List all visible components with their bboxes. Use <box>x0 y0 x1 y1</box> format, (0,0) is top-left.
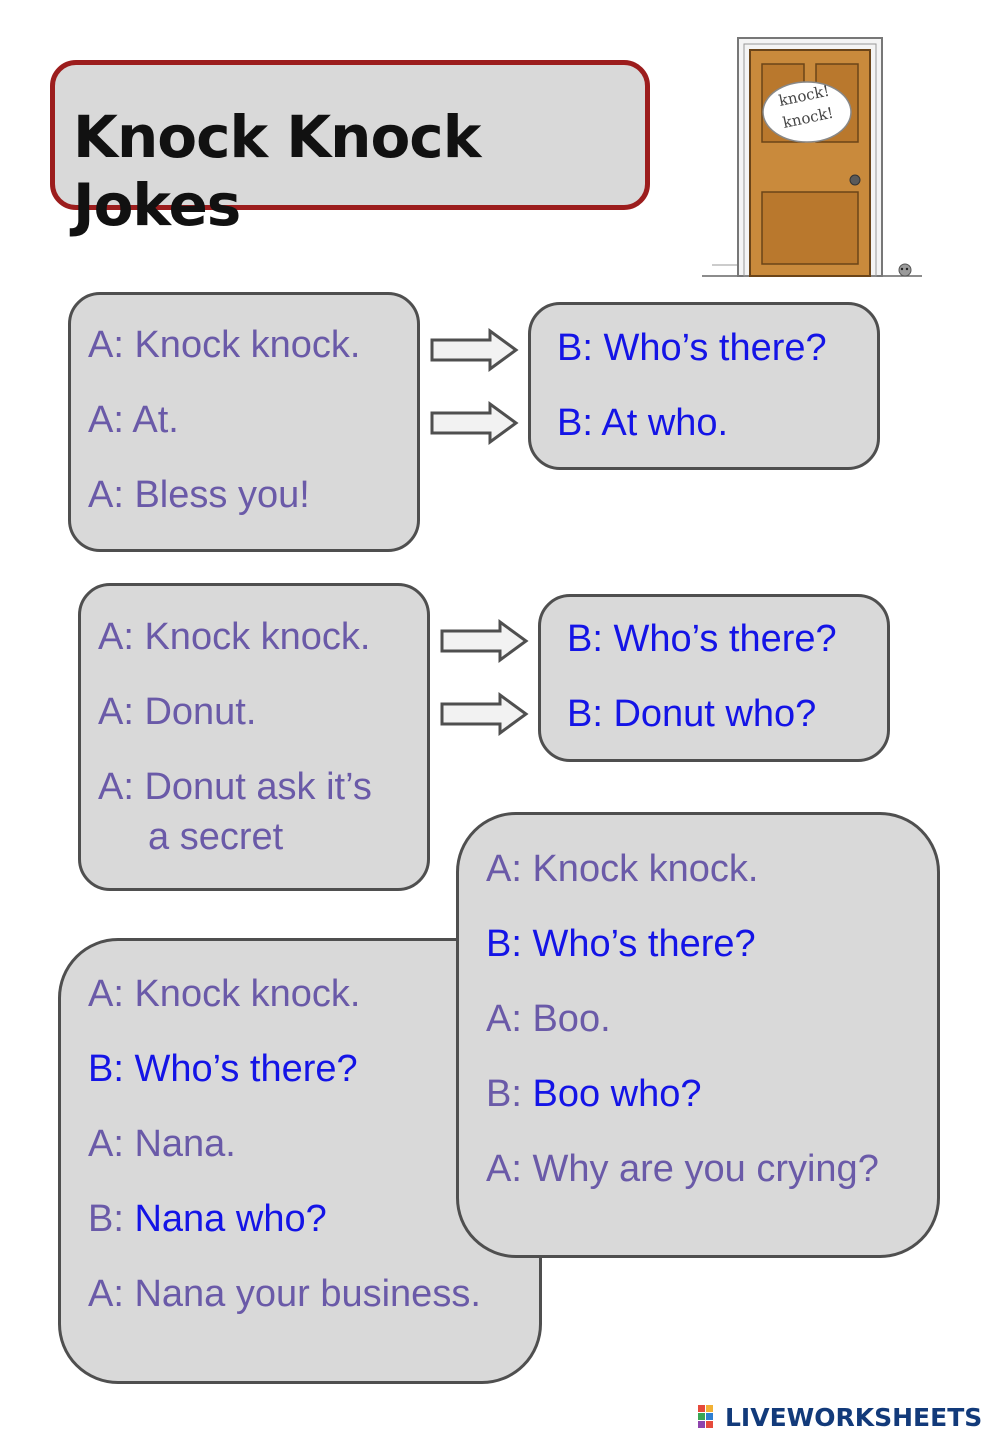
arrow-right-icon <box>440 619 529 663</box>
joke2-b-line-2[interactable]: B: Donut who? <box>567 693 817 735</box>
joke2-a-line-1[interactable]: A: Knock knock. <box>98 616 371 658</box>
door-illustration: knock! knock! <box>702 37 922 277</box>
joke3-line-4-speaker: B: <box>88 1198 124 1240</box>
joke3-line-2[interactable]: B: Who’s there? <box>88 1048 358 1090</box>
footer-brand: LIVEWORKSHEETS <box>697 1400 982 1434</box>
joke3-line-4[interactable]: B: Nana who? <box>88 1196 327 1242</box>
footer-brand-text: LIVEWORKSHEETS <box>725 1402 983 1432</box>
joke1-b-box <box>528 302 880 470</box>
joke2-a-line-4[interactable]: a secret <box>148 816 284 858</box>
joke4-line-5[interactable]: A: Why are you crying? <box>486 1148 879 1190</box>
joke2-a-line-3[interactable]: A: Donut ask it’s <box>98 766 372 808</box>
joke1-b-line-2[interactable]: B: At who. <box>557 402 729 444</box>
joke1-a-line-3[interactable]: A: Bless you! <box>88 474 310 516</box>
joke4-box <box>456 812 940 1258</box>
liveworksheets-logo-icon <box>698 1405 713 1428</box>
arrow-right-icon <box>430 401 519 445</box>
arrow-right-icon <box>430 328 519 372</box>
joke3-line-4-text: Nana who? <box>134 1198 327 1240</box>
joke1-a-box <box>68 292 420 552</box>
joke1-a-line-2[interactable]: A: At. <box>88 399 179 441</box>
joke1-a-line-1[interactable]: A: Knock knock. <box>88 324 361 366</box>
title-box: Knock Knock Jokes <box>50 60 650 239</box>
joke4-line-4-speaker: B: <box>486 1073 522 1115</box>
arrow-right-icon <box>440 692 529 736</box>
joke2-b-line-1[interactable]: B: Who’s there? <box>567 618 837 660</box>
joke4-line-4-text: Boo who? <box>532 1073 702 1115</box>
joke3-line-1[interactable]: A: Knock knock. <box>88 973 361 1015</box>
joke4-line-4[interactable]: B: Boo who? <box>486 1071 701 1117</box>
joke4-line-2[interactable]: B: Who’s there? <box>486 923 756 965</box>
joke4-line-1[interactable]: A: Knock knock. <box>486 848 759 890</box>
joke2-b-box <box>538 594 890 762</box>
joke3-line-3[interactable]: A: Nana. <box>88 1123 236 1165</box>
joke3-line-5[interactable]: A: Nana your business. <box>88 1273 481 1315</box>
page-title: Knock Knock Jokes <box>73 103 481 239</box>
joke2-a-box <box>78 583 430 891</box>
joke2-a-line-2[interactable]: A: Donut. <box>98 691 257 733</box>
joke1-b-line-1[interactable]: B: Who’s there? <box>557 327 827 369</box>
joke4-line-3[interactable]: A: Boo. <box>486 998 611 1040</box>
